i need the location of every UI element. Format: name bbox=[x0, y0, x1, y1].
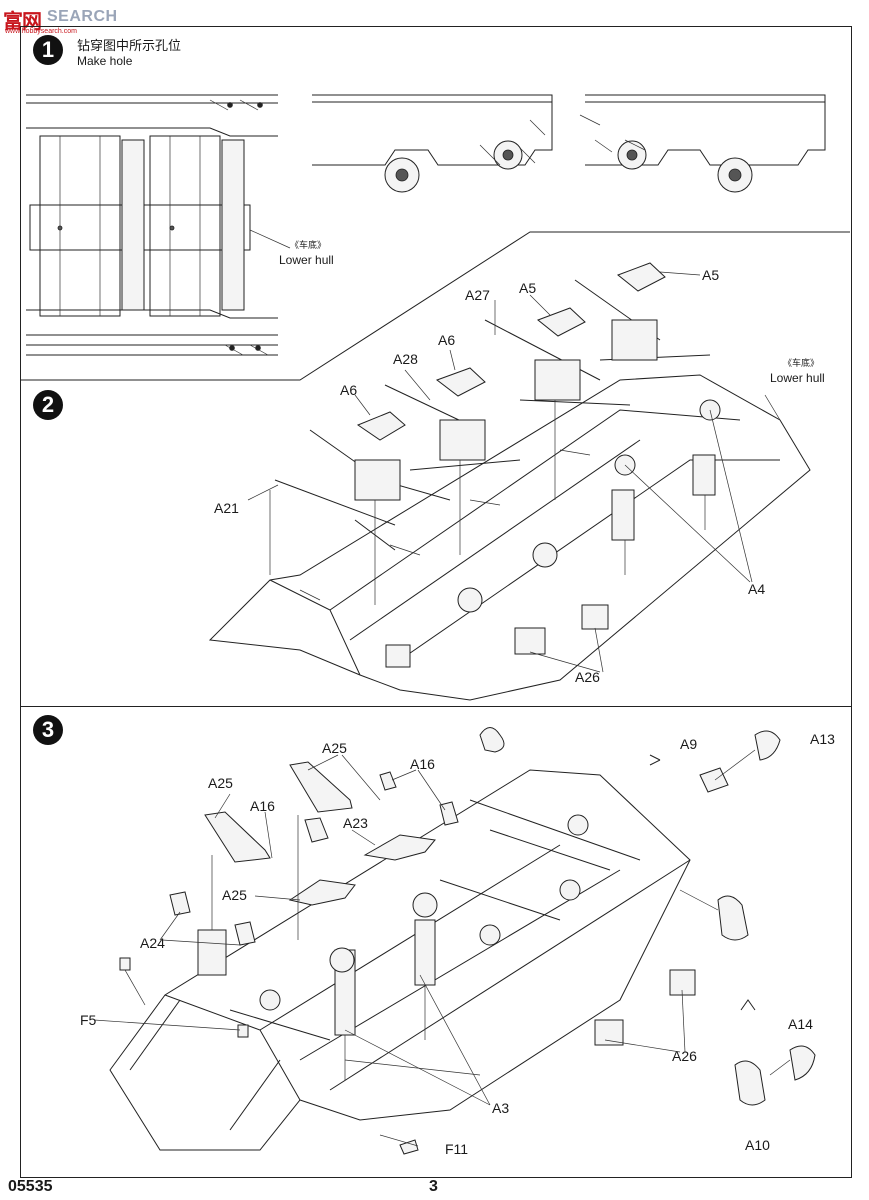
part-label: A16 bbox=[410, 756, 435, 772]
step-number-2: 2 bbox=[33, 390, 63, 420]
part-label: A24 bbox=[140, 935, 165, 951]
product-code: 05535 bbox=[8, 1178, 53, 1195]
part-label: A4 bbox=[748, 581, 766, 597]
part-label: A9 bbox=[680, 736, 698, 752]
step2-callout-cn: 《车底》 bbox=[783, 359, 820, 369]
step3-arms bbox=[119, 761, 481, 1155]
step1-callout-cn: 《车底》 bbox=[290, 241, 327, 251]
step1-hull-plan bbox=[26, 94, 291, 356]
step2-callout-en: Lower hull bbox=[770, 371, 825, 385]
step-number-1: 1 bbox=[33, 35, 63, 65]
step1-panel bbox=[20, 26, 852, 707]
part-label: A27 bbox=[465, 287, 490, 303]
part-label: A26 bbox=[575, 669, 600, 685]
step2-hull bbox=[208, 374, 811, 701]
part-label: A14 bbox=[788, 1016, 813, 1032]
logo-word: SEARCH bbox=[47, 8, 118, 25]
part-label: A28 bbox=[393, 351, 418, 367]
step3-wheels-detail bbox=[479, 727, 816, 1106]
step-number-3: 3 bbox=[33, 715, 63, 745]
step1-title-cn: 钻穿图中所示孔位 bbox=[77, 39, 182, 54]
part-label: F5 bbox=[80, 1012, 97, 1028]
part-label: A3 bbox=[492, 1100, 510, 1116]
part-label: A5 bbox=[519, 280, 537, 296]
page-number: 3 bbox=[429, 1178, 438, 1195]
part-label: F11 bbox=[445, 1141, 469, 1157]
part-label: A26 bbox=[672, 1048, 697, 1064]
part-label: A6 bbox=[438, 332, 456, 348]
part-label: A21 bbox=[214, 500, 239, 516]
part-label: A16 bbox=[250, 798, 275, 814]
part-label: A5 bbox=[702, 267, 720, 283]
step1-title-en: Make hole bbox=[77, 54, 133, 68]
part-label: A13 bbox=[810, 731, 835, 747]
watermark-logo: 富网 SEARCH www.hobbysearch.com bbox=[3, 3, 163, 35]
step3-panel bbox=[20, 706, 852, 1178]
step1-side-views bbox=[312, 94, 826, 193]
logo-mark: 富网 bbox=[3, 9, 42, 33]
leader-lines bbox=[93, 271, 753, 1106]
part-label: A6 bbox=[340, 382, 358, 398]
part-label: A25 bbox=[322, 740, 347, 756]
part-label: A25 bbox=[208, 775, 233, 791]
part-label: A10 bbox=[745, 1137, 770, 1153]
part-label: A25 bbox=[222, 887, 247, 903]
part-label: A23 bbox=[343, 815, 368, 831]
logo-url: www.hobbysearch.com bbox=[5, 28, 77, 35]
step2-axles bbox=[269, 262, 721, 605]
step1-callout-en: Lower hull bbox=[279, 253, 334, 267]
